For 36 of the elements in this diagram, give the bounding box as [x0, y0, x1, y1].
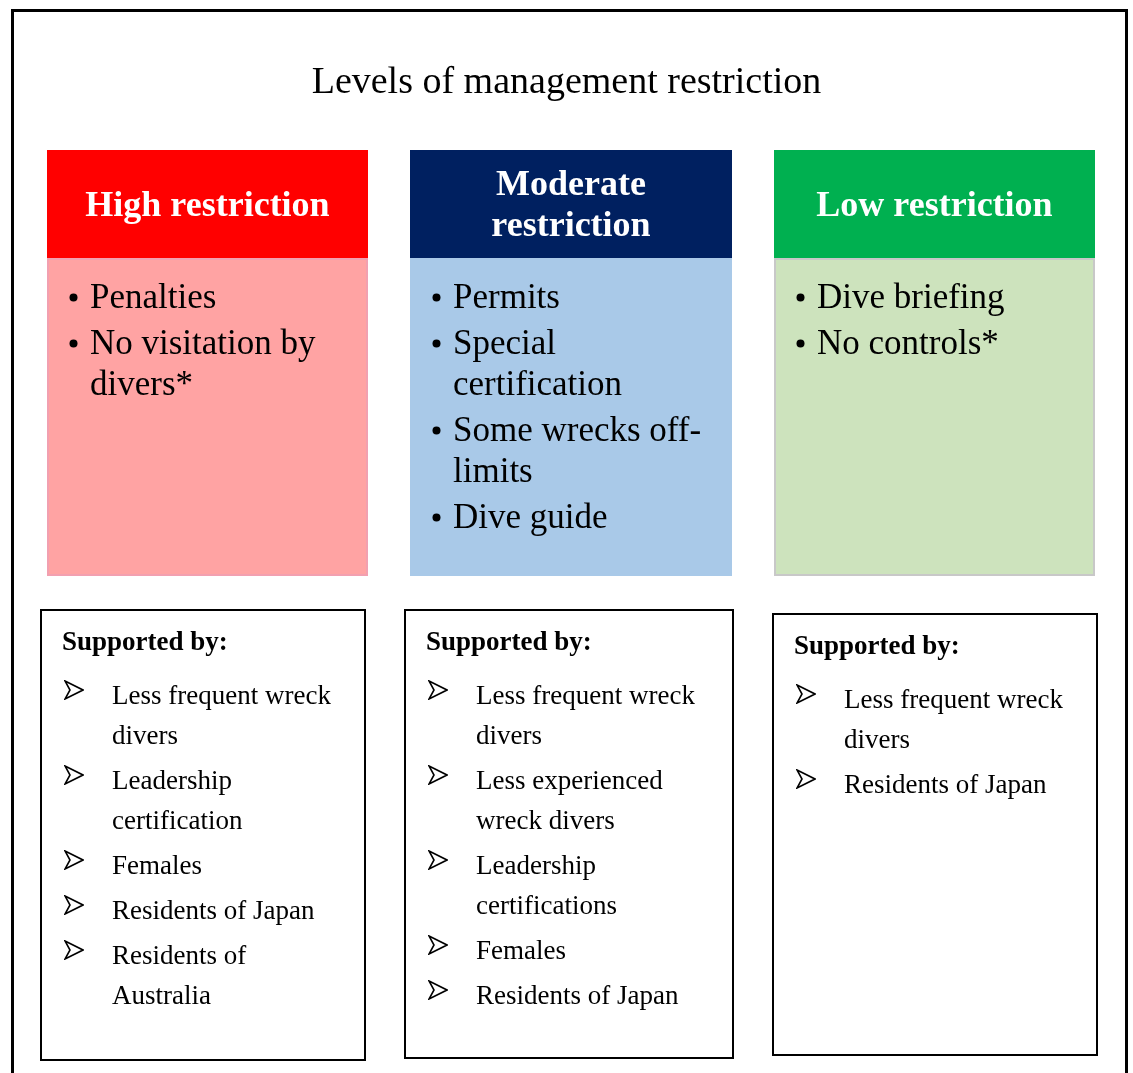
header-band: [410, 150, 732, 258]
list-item: Leadership certification: [112, 764, 244, 837]
heading: Low restriction: [816, 183, 1053, 225]
list-item: Females: [476, 934, 566, 967]
list-item: Some wrecks off-limits: [453, 409, 703, 491]
list-item: No visitation by divers*: [90, 322, 317, 404]
support-box: [40, 609, 366, 1061]
header-band: [774, 150, 1095, 258]
list-item: Less frequent wreck divers: [844, 683, 1064, 756]
list-item: Females: [112, 849, 202, 882]
box-heading: Supported by:: [62, 625, 229, 657]
content-box: [410, 258, 732, 576]
list-item: Residents of Japan: [476, 979, 679, 1012]
list-item: Residents of Japan: [112, 894, 315, 927]
list-item: Residents of Australia: [112, 939, 248, 1012]
list-item: Less frequent wreck divers: [476, 679, 696, 752]
box-heading: Supported by:: [426, 625, 593, 657]
diagram-title: Levels of management restriction: [310, 58, 823, 102]
list-item: Leadership certifications: [476, 849, 618, 922]
list-item: Dive briefing: [817, 276, 1005, 317]
list-item: Less experienced wreck divers: [476, 764, 664, 837]
list-item: Permits: [453, 276, 560, 317]
support-box: [404, 609, 734, 1059]
list-item: No controls*: [817, 322, 999, 363]
heading: High restriction: [85, 183, 330, 225]
list-item: Dive guide: [453, 496, 608, 537]
content-box: [774, 258, 1095, 576]
header-band: [47, 150, 368, 258]
list-item: Penalties: [90, 276, 217, 317]
list-item: Residents of Japan: [844, 768, 1047, 801]
heading: Moderate restriction: [490, 163, 652, 245]
list-item: Less frequent wreck divers: [112, 679, 332, 752]
content-box: [47, 258, 368, 576]
list-item: Special certification: [453, 322, 624, 404]
support-box: [772, 613, 1098, 1056]
box-heading: Supported by:: [794, 629, 961, 661]
